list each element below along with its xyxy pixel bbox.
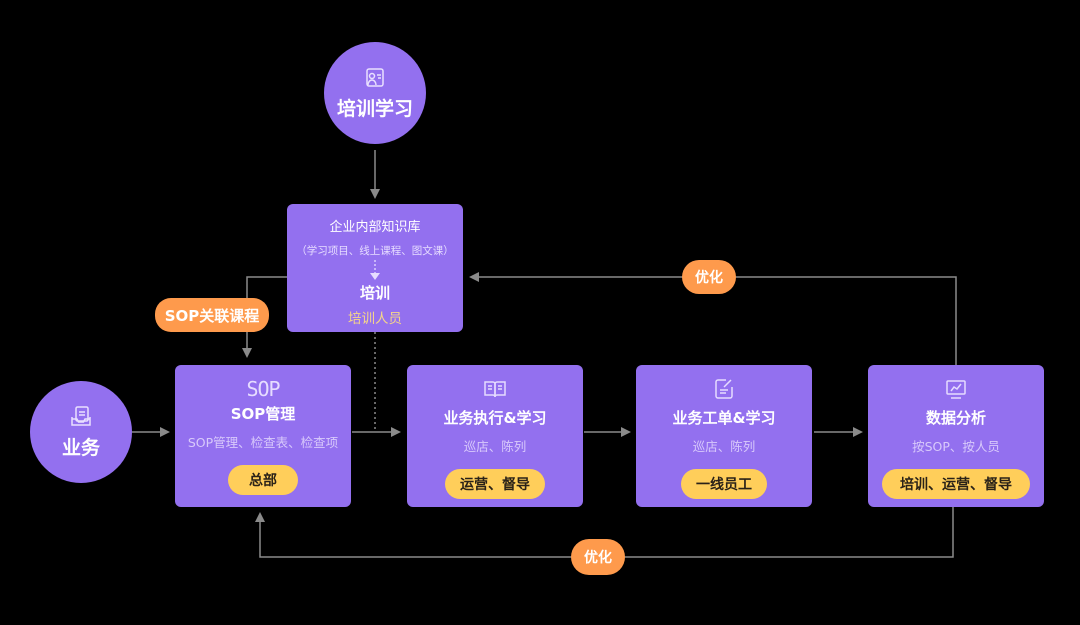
training-learning-node[interactable]: 培训学习 — [324, 42, 426, 144]
sop-tag-headquarters: 总部 — [228, 465, 298, 495]
open-book-icon — [484, 381, 506, 398]
analysis-title: 数据分析 — [925, 409, 986, 427]
knowledge-base-subtitle: （学习项目、线上课程、图文课） — [296, 245, 454, 257]
edge-analysis-to-kb — [469, 272, 957, 365]
knowledge-base-node[interactable]: 企业内部知识库 （学习项目、线上课程、图文课） 培训 培训人员 — [287, 204, 463, 332]
workorder-tag: 一线员工 — [681, 469, 767, 499]
optimize-label-top: 优化 — [682, 260, 736, 294]
workorder-subtitle: 巡店、陈列 — [692, 439, 756, 454]
sop-management-node[interactable]: SOP SOP管理 SOP管理、检查表、检查项 总部 — [175, 365, 351, 507]
training-people-label: 培训人员 — [348, 311, 402, 327]
note-edit-icon — [715, 379, 733, 399]
business-execution-node[interactable]: 业务执行&学习 巡店、陈列 运营、督导 — [407, 365, 583, 507]
sop-icon: SOP — [246, 377, 280, 401]
optimize-label-bottom: 优化 — [571, 539, 625, 575]
sop-title: SOP管理 — [230, 405, 296, 423]
business-node[interactable]: 业务 — [30, 381, 132, 483]
training-label: 培训 — [359, 284, 390, 302]
analysis-subtitle: 按SOP、按人员 — [912, 439, 1000, 454]
business-label: 业务 — [61, 436, 100, 459]
dotted-down-arrow-icon — [370, 260, 380, 280]
execution-tag: 运营、督导 — [445, 469, 545, 499]
workorder-title: 业务工单&学习 — [672, 409, 776, 427]
document-tray-icon — [71, 405, 91, 426]
sop-course-label: SOP关联课程 — [155, 298, 269, 332]
business-workorder-node[interactable]: 业务工单&学习 巡店、陈列 一线员工 — [636, 365, 812, 507]
training-learning-label: 培训学习 — [336, 97, 413, 120]
analysis-tag: 培训、运营、督导 — [882, 469, 1030, 499]
execution-subtitle: 巡店、陈列 — [463, 439, 527, 454]
knowledge-base-title: 企业内部知识库 — [329, 220, 421, 235]
person-board-icon — [366, 67, 384, 87]
execution-title: 业务执行&学习 — [443, 409, 547, 427]
data-analysis-node[interactable]: 数据分析 按SOP、按人员 培训、运营、督导 — [868, 365, 1044, 507]
sop-subtitle: SOP管理、检查表、检查项 — [187, 435, 339, 450]
monitor-chart-icon — [946, 380, 966, 399]
